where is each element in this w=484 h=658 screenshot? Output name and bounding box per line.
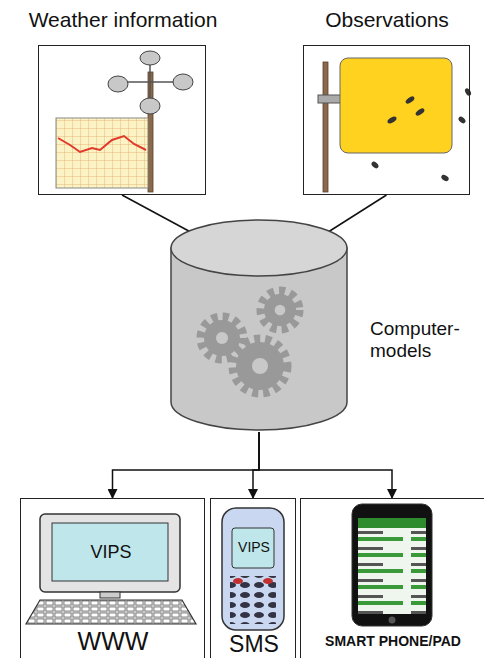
box-heading: Observations [325,8,449,32]
output-box: VIPS WWW [20,498,205,658]
output-box: SMART PHONE/PAD [300,498,484,658]
observation-box: Observations [303,45,470,195]
box-heading: Weather information [29,8,218,32]
device-label: WWW [78,627,149,656]
flow-arrow [253,432,259,498]
computer-icon [26,514,196,624]
flow-arrow [113,432,260,498]
smartphone-icon [352,504,432,626]
weather-chart [56,118,148,188]
mobile-phone-icon [222,508,284,630]
database-cylinder: Computer- models [170,218,348,432]
cylinder-shape [170,218,348,432]
device-label: SMART PHONE/PAD [325,633,461,649]
output-box: VIPS SMS [210,498,296,658]
screen-text: VIPS [238,539,270,555]
device-label: SMS [229,631,279,657]
insect-trap [318,58,472,192]
weather-box: Weather information [38,45,206,195]
flow-arrow [259,432,392,498]
screen-text: VIPS [90,542,131,563]
side-label: Computer- models [370,318,475,362]
